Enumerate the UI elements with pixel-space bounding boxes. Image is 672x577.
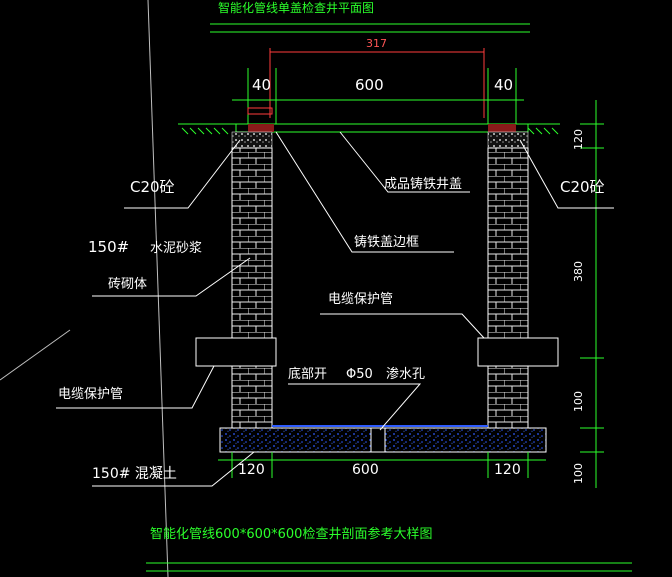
leader-masonry bbox=[92, 257, 251, 297]
dim-top-mid: 600 bbox=[355, 76, 384, 94]
dim-right-100b: 100 bbox=[572, 463, 585, 484]
brick-wall-right bbox=[487, 147, 529, 429]
dim-right-120: 120 bbox=[572, 129, 585, 150]
label-mortar-b: 水泥砂浆 bbox=[150, 241, 202, 256]
label-c20-left: C20砼 bbox=[130, 178, 175, 196]
ground-hatch-right bbox=[527, 127, 559, 135]
dim-right-380: 380 bbox=[572, 261, 585, 282]
cover-slab bbox=[235, 123, 529, 133]
c20-cap-left bbox=[231, 131, 273, 149]
brick-wall-left bbox=[231, 147, 273, 429]
label-pipe-left: 电缆保护管 bbox=[58, 386, 123, 402]
ground-hatch-left bbox=[181, 127, 229, 135]
leader-pipe-right bbox=[320, 313, 485, 339]
bottom-title: 智能化管线600*600*600检查井剖面参考大样图 bbox=[150, 526, 432, 542]
guide-diagonal-line bbox=[147, 0, 169, 577]
pipe-left bbox=[195, 337, 277, 367]
dim-top-right: 40 bbox=[494, 76, 513, 94]
label-drain-b: Φ50 bbox=[346, 367, 373, 382]
leader-c20-left bbox=[124, 139, 241, 209]
leader-cover bbox=[339, 131, 470, 193]
leader-frame bbox=[275, 131, 454, 253]
dim-right-100a: 100 bbox=[572, 391, 585, 412]
dim-bottom-left: 120 bbox=[238, 462, 265, 478]
label-c20-right: C20砼 bbox=[560, 178, 605, 196]
dim-red-label: 317 bbox=[366, 37, 387, 50]
drain-hole bbox=[370, 427, 386, 453]
label-concrete: 150# 混凝土 bbox=[92, 466, 177, 482]
pipe-right bbox=[477, 337, 559, 367]
leader-drain bbox=[288, 383, 422, 431]
label-pipe-right: 电缆保护管 bbox=[328, 291, 393, 307]
label-drain-a: 底部开 bbox=[288, 366, 327, 382]
c20-cap-right bbox=[487, 131, 529, 149]
cast-iron-cover bbox=[248, 124, 274, 132]
dim-bottom-mid: 600 bbox=[352, 462, 379, 478]
label-masonry: 砖砌体 bbox=[108, 277, 147, 292]
leader-concrete bbox=[92, 451, 255, 487]
label-drain-c: 渗水孔 bbox=[386, 367, 425, 382]
label-mortar-a: 150# bbox=[88, 238, 129, 256]
cursor-marker bbox=[247, 107, 273, 115]
leader-c20-right bbox=[519, 139, 614, 209]
top-title: 智能化管线单盖检查井平面图 bbox=[218, 0, 374, 15]
leader-pipe-left bbox=[56, 365, 215, 409]
guide-diagonal-line-left bbox=[0, 329, 71, 381]
label-cover: 成品铸铁井盖 bbox=[384, 176, 462, 192]
cast-iron-cover-right bbox=[488, 124, 516, 132]
dim-bottom-right: 120 bbox=[494, 462, 521, 478]
label-frame: 铸铁盖边框 bbox=[354, 234, 419, 250]
dim-top-left: 40 bbox=[252, 76, 271, 94]
